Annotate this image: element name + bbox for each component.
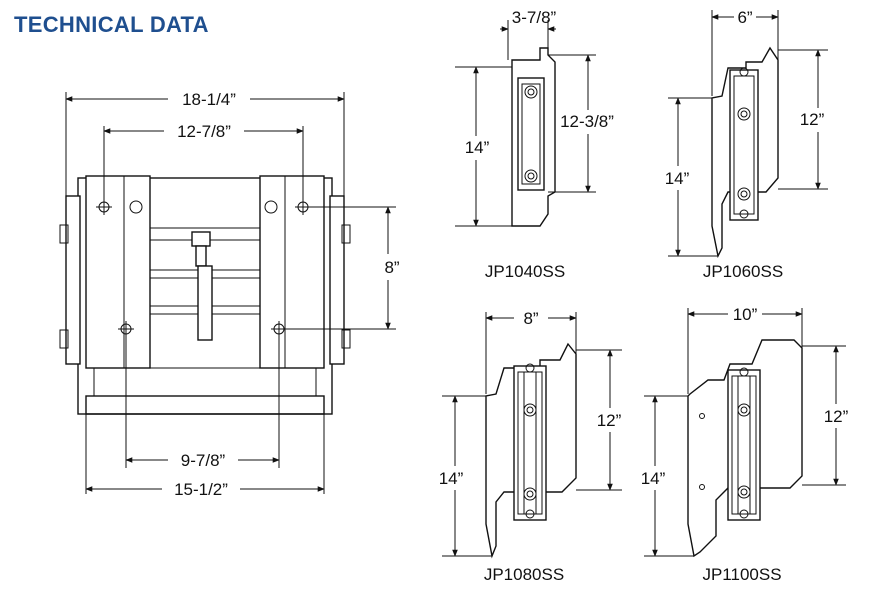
side-view-jp1060ss: 6” 14” 12” JP1060SS	[665, 8, 828, 281]
jp1080ss-model-label: JP1080SS	[484, 565, 564, 584]
dim-overall-top: 18-1/4”	[182, 90, 236, 109]
jp1100ss-model-label: JP1100SS	[702, 565, 781, 584]
dim-overall-bottom: 15-1/2”	[174, 480, 228, 499]
jp1040ss-offset: 3-7/8”	[512, 8, 557, 27]
side-view-jp1040ss: 3-7/8” 14” 12-3/8” JP1040SS	[455, 8, 614, 281]
front-view: 18-1/4” 12-7/8” 8” 9-7/8” 15-1/2”	[59, 90, 400, 499]
jp1080ss-left-height: 14”	[439, 469, 464, 488]
jp1080ss-right-height: 12”	[597, 411, 622, 430]
jp1040ss-right-height: 12-3/8”	[560, 112, 614, 131]
jp1080ss-offset: 8”	[523, 309, 538, 328]
jp1040ss-model-label: JP1040SS	[485, 262, 565, 281]
jp1060ss-offset: 6”	[737, 8, 752, 27]
jp1060ss-left-height: 14”	[665, 169, 690, 188]
dim-vertical-hole: 8”	[384, 258, 399, 277]
jp1100ss-left-height: 14”	[641, 469, 666, 488]
jp1060ss-right-height: 12”	[800, 110, 825, 129]
jp1100ss-right-height: 12”	[824, 407, 849, 426]
jp1040ss-left-height: 14”	[465, 138, 490, 157]
side-view-jp1100ss: 10” 14” 12” JP1100SS	[641, 305, 849, 584]
jp1060ss-model-label: JP1060SS	[703, 262, 783, 281]
dim-hole-spacing-bottom: 9-7/8”	[181, 451, 226, 470]
side-view-jp1080ss: 8” 14” 12” JP1080SS	[439, 309, 622, 584]
dim-hole-spacing-top: 12-7/8”	[177, 122, 231, 141]
page-title: TECHNICAL DATA	[14, 12, 209, 37]
jp1100ss-offset: 10”	[733, 305, 758, 324]
